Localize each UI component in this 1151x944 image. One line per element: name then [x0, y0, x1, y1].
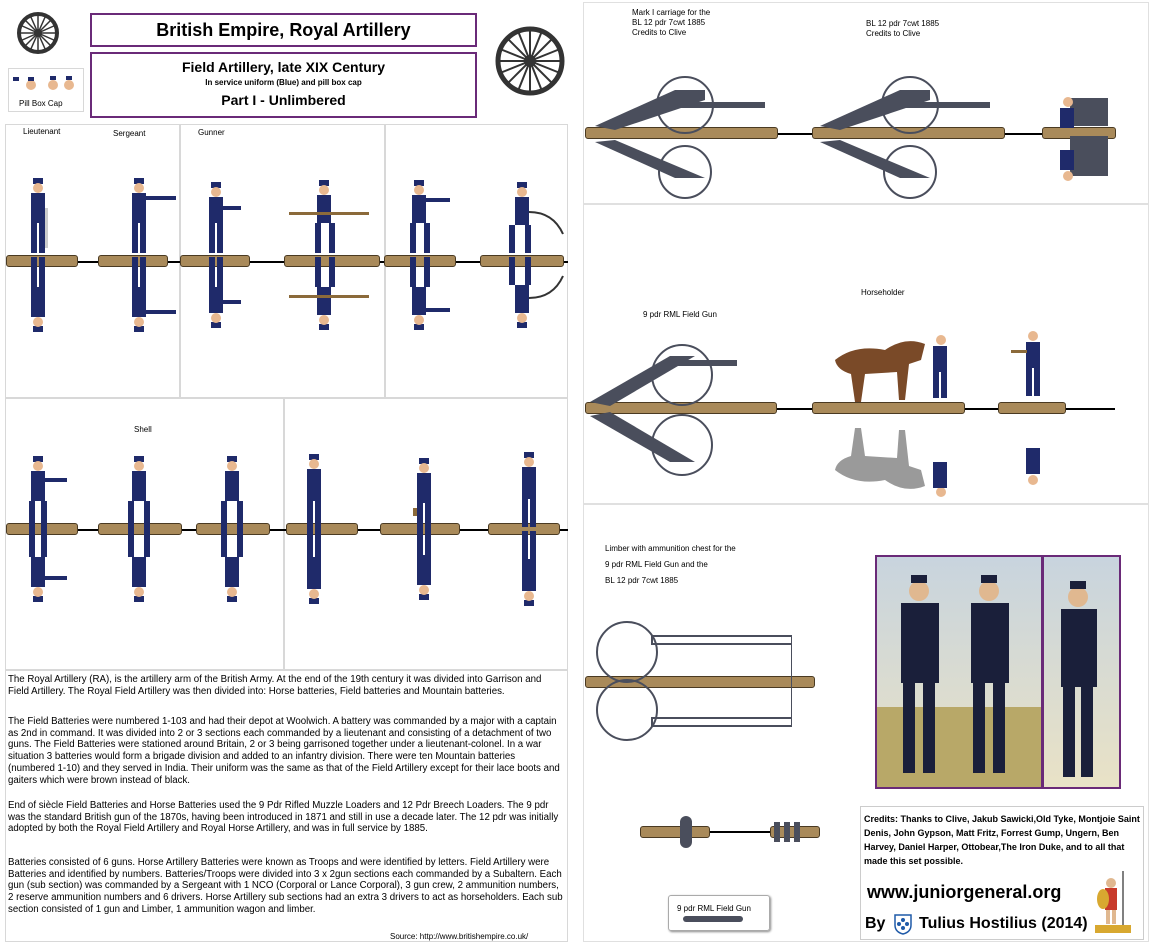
figures-row2: [5, 398, 568, 670]
rml9-tag: 9 pdr RML Field Gun: [668, 895, 770, 931]
subtitle: Field Artillery, late XIX Century: [181, 59, 386, 75]
gun-carriage-illustrations: [595, 76, 1108, 199]
figure-base: [384, 255, 456, 267]
label-line: Mark I carriage for the: [632, 8, 711, 17]
label-mark1: Mark I carriage for the BL 12 pdr 7cwt 1…: [632, 8, 710, 38]
label-line: BL 12 pdr 7cwt 1885: [605, 576, 679, 585]
by-label: By: [865, 915, 886, 932]
soldier-figures-row1: [31, 178, 564, 332]
figure-base: [998, 402, 1066, 414]
subtitle-box: Field Artillery, late XIX Century In ser…: [90, 52, 477, 118]
pillbox-label: Pill Box Cap: [19, 99, 63, 108]
source-link[interactable]: Source: http://www.britishempire.co.uk/: [390, 932, 529, 941]
gun-base: [640, 826, 710, 838]
label-line: BL 12 pdr 7cwt 1885: [866, 19, 940, 28]
label-line: BL 12 pdr 7cwt 1885: [632, 18, 706, 27]
label-line: Limber with ammunition chest for the: [605, 544, 736, 553]
gun-base: [585, 402, 777, 414]
rml9-tag-label: 9 pdr RML Field Gun: [677, 904, 751, 913]
wheel-icon: [495, 26, 565, 96]
pillbox-panel: Pill Box Cap: [8, 68, 84, 112]
page-title: British Empire, Royal Artillery: [156, 20, 411, 40]
pillbox-cap-icons: [13, 76, 74, 90]
figure-base: [98, 523, 182, 535]
figure-base: [480, 255, 564, 267]
label-sergeant: Sergeant: [113, 129, 146, 138]
right-mid-panel: [583, 204, 1149, 504]
label-limber: Limber with ammunition chest for the 9 p…: [605, 541, 736, 589]
painting-divider: [1041, 557, 1044, 787]
barrel-pieces: [680, 816, 800, 848]
barrel-icon: [683, 916, 743, 922]
limber-illustration: [596, 621, 792, 741]
credits-panel: Credits: Thanks to Clive, Jakub Sawicki,…: [860, 806, 1144, 940]
title-box: British Empire, Royal Artillery: [90, 13, 477, 47]
label-rml9: 9 pdr RML Field Gun: [643, 310, 717, 319]
uniform-painting: [875, 555, 1121, 789]
part-title: Part I - Unlimbered: [221, 92, 346, 108]
right-low-panel: [583, 504, 1149, 942]
figure-base: [286, 523, 358, 535]
description-paragraph: Batteries consisted of 6 guns. Horse Art…: [8, 857, 563, 915]
divider: [283, 398, 285, 670]
subsubtitle: In service uniform (Blue) and pill box c…: [205, 78, 362, 87]
horse-base: [812, 402, 965, 414]
soldier-figures-row2: [29, 452, 536, 606]
label-line: 9 pdr RML Field Gun and the: [605, 560, 708, 569]
label-horseholder: Horseholder: [861, 288, 905, 297]
label-lieutenant: Lieutenant: [23, 127, 61, 136]
wheel-icon: [17, 12, 59, 54]
description-paragraph: End of siècle Field Batteries and Horse …: [8, 800, 559, 835]
label-line: Credits to Clive: [866, 29, 921, 38]
description-paragraph: The Field Batteries were numbered 1-103 …: [8, 716, 560, 786]
label-bl12: BL 12 pdr 7cwt 1885 Credits to Clive: [866, 19, 939, 39]
right-top-panel: [583, 2, 1149, 204]
credits-text: Credits: Thanks to Clive, Jakub Sawicki,…: [864, 814, 1140, 866]
label-gunner: Gunner: [198, 128, 225, 137]
figure-base: [196, 523, 270, 535]
label-line: Credits to Clive: [632, 28, 687, 37]
rml-gun-and-horse: [590, 331, 1040, 497]
author-name: Tulius Hostilius (2014): [919, 915, 1088, 932]
label-shell: Shell: [134, 425, 152, 434]
shield-icon: [894, 914, 912, 935]
text-panel: [5, 670, 568, 942]
soldiers-painting: [877, 575, 1097, 787]
website-link[interactable]: www.juniorgeneral.org: [867, 882, 1062, 902]
base-line: [640, 831, 820, 833]
roman-soldier-logo: [1095, 871, 1131, 933]
description-paragraph: The Royal Artillery (RA), is the artille…: [8, 674, 542, 697]
